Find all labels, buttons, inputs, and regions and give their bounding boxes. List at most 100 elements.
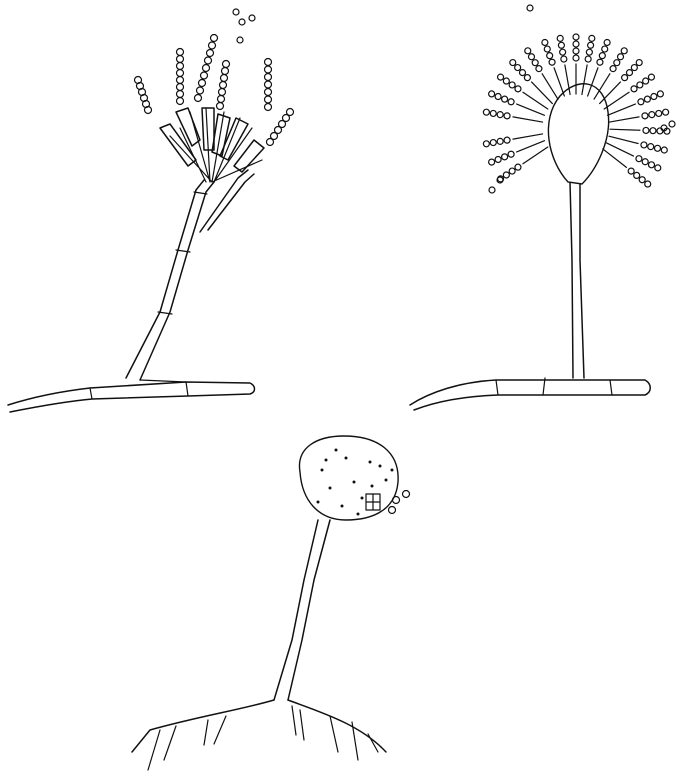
released-spore — [393, 497, 400, 504]
phialide-outline — [523, 147, 548, 164]
phialide-outline — [513, 117, 543, 122]
conidium — [195, 95, 202, 102]
conidium — [648, 144, 654, 150]
conidium — [655, 145, 661, 151]
phialide-outline — [609, 136, 638, 143]
conidium — [504, 137, 510, 143]
spore — [385, 479, 388, 482]
phialide-outline — [603, 149, 627, 167]
conidium — [618, 54, 624, 60]
spore — [325, 459, 328, 462]
conidium — [502, 96, 508, 102]
conidium — [655, 165, 661, 171]
conidium — [634, 172, 640, 178]
bottom-sporangium — [299, 436, 398, 520]
conidium — [207, 50, 214, 57]
phialide-outline — [517, 141, 545, 152]
conidium — [544, 46, 550, 52]
conidium — [648, 162, 654, 168]
conidium — [604, 39, 610, 45]
conidium — [177, 84, 184, 91]
conidium — [524, 75, 530, 81]
spore — [391, 469, 394, 472]
conidium — [217, 103, 224, 110]
conidium — [643, 127, 649, 133]
conidium — [547, 53, 553, 59]
conidium — [201, 72, 208, 79]
conidium — [508, 99, 514, 105]
conidium — [628, 168, 634, 174]
conidium — [490, 110, 496, 116]
conidium — [622, 75, 628, 81]
spore — [329, 487, 332, 490]
conidium — [489, 91, 495, 97]
conidium — [561, 56, 567, 62]
conidium — [483, 141, 489, 147]
conidium — [509, 82, 515, 88]
conidium — [610, 66, 616, 72]
conidium — [599, 53, 605, 59]
conidium — [586, 49, 592, 55]
conidium — [265, 96, 272, 103]
conidium — [265, 89, 272, 96]
conidium — [650, 128, 656, 134]
conidium — [573, 55, 579, 61]
conidium — [508, 151, 514, 157]
conidium — [669, 121, 675, 127]
conidium — [626, 70, 632, 76]
spore — [335, 449, 338, 452]
spore — [361, 497, 364, 500]
conidium — [221, 75, 228, 82]
conidium — [648, 74, 654, 80]
conidium — [661, 147, 667, 153]
released-spore — [389, 507, 396, 514]
left-phialides — [160, 108, 264, 182]
conidium — [497, 112, 503, 118]
conidium — [489, 187, 495, 193]
conidium — [177, 70, 184, 77]
spore — [379, 465, 382, 468]
bottom-rhizoids — [132, 700, 386, 770]
right-stipe — [570, 182, 584, 378]
conidium — [589, 35, 595, 41]
released-spore — [403, 491, 410, 498]
conidium — [222, 68, 229, 75]
conidium — [638, 99, 644, 105]
conidium — [621, 48, 627, 54]
panel-right-vesicle-conidiophore — [410, 5, 675, 410]
conidium — [249, 15, 255, 21]
phialide-outline — [513, 134, 543, 139]
conidium — [542, 39, 548, 45]
conidium — [602, 46, 608, 52]
conidium — [498, 74, 504, 80]
spore — [369, 461, 372, 464]
conidium — [515, 86, 521, 92]
conidium — [631, 86, 637, 92]
conidium — [644, 96, 650, 102]
conidium — [641, 142, 647, 148]
spore — [371, 485, 374, 488]
conidium — [558, 42, 564, 48]
spore — [321, 469, 324, 472]
conidium — [218, 96, 225, 103]
conidium — [197, 87, 204, 94]
conidium — [265, 59, 272, 66]
conidium — [588, 42, 594, 48]
conidium — [656, 110, 662, 116]
conidium — [520, 70, 526, 76]
conidium — [585, 56, 591, 62]
conidium — [233, 9, 239, 15]
conidium — [205, 57, 212, 64]
conidium — [557, 35, 563, 41]
conidium — [502, 154, 508, 160]
conidium — [515, 65, 521, 71]
conidium — [536, 66, 542, 72]
conidium — [483, 109, 489, 115]
conidium — [657, 91, 663, 97]
conidium — [636, 156, 642, 162]
conidium — [177, 63, 184, 70]
conidium — [528, 54, 534, 60]
spore — [345, 457, 348, 460]
